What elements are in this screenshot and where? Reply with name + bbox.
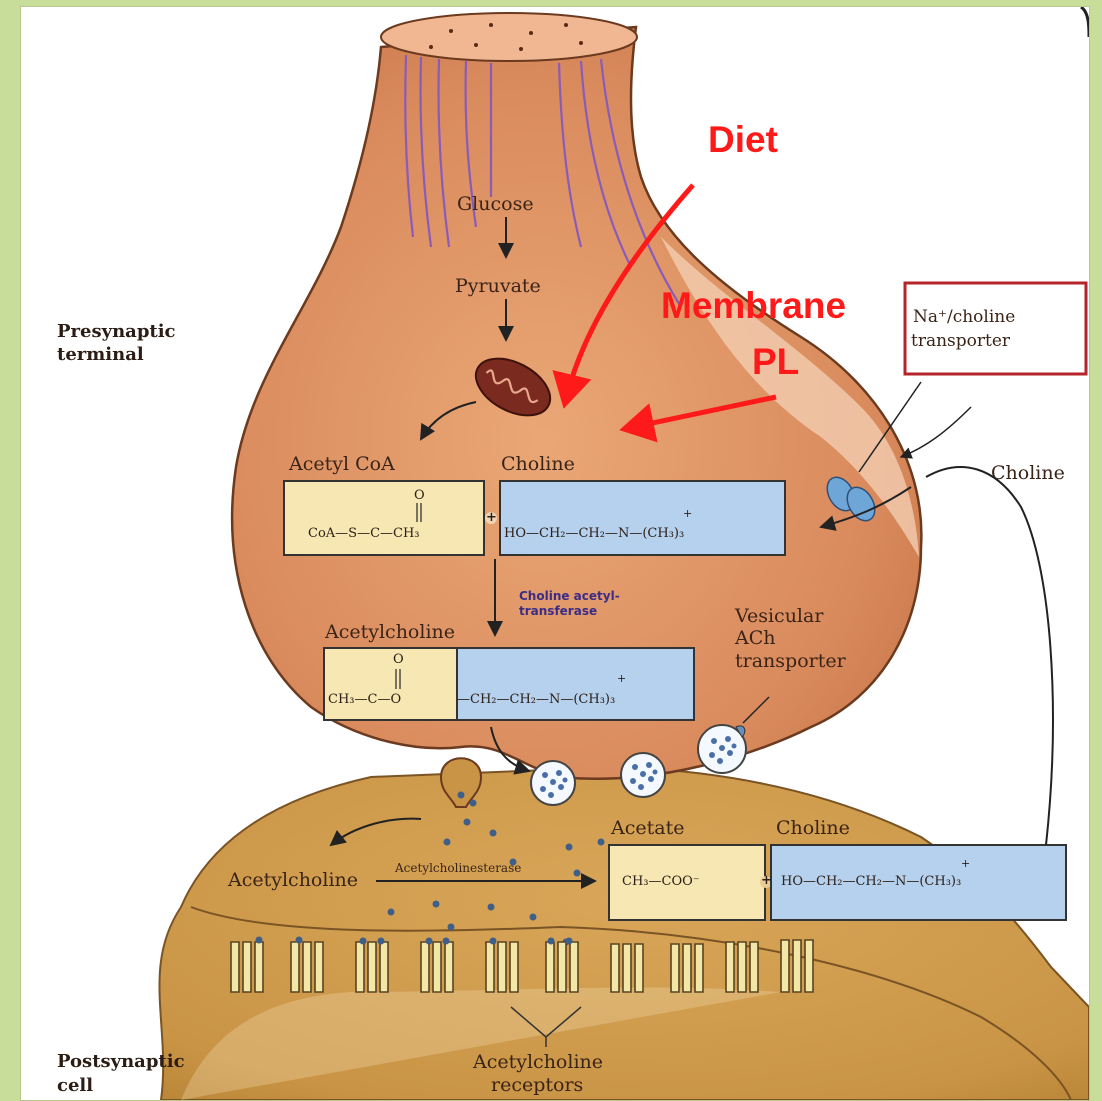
choline-top-label: Choline	[501, 453, 575, 475]
presynaptic-label-line1: Presynaptic	[57, 321, 176, 342]
ach-carbonyl-o: O	[393, 652, 404, 667]
chat-label-line1: Choline acetyl-	[519, 589, 620, 604]
choline-reuptake-line	[926, 467, 1053, 845]
choline-n-charge: +	[683, 507, 692, 520]
choline-formula: HO—CH₂—CH₂—N—(CH₃)₃	[504, 526, 684, 541]
presynaptic-label-line2: terminal	[57, 344, 144, 365]
plus-sign: +	[486, 510, 497, 525]
ach-n-charge: +	[617, 672, 626, 685]
receptors-label-line2: receptors	[491, 1074, 583, 1096]
pyruvate-label: Pyruvate	[455, 275, 541, 297]
acetylcholine-box-acetyl	[324, 648, 457, 720]
transporter-label-box	[905, 283, 1086, 374]
postsynaptic-label-line1: Postsynaptic	[57, 1051, 185, 1072]
acetyl-coa-carbonyl-o: O	[414, 488, 425, 503]
cleft-choline-n-charge: +	[961, 857, 970, 870]
synapse-illustration	[21, 7, 1089, 1100]
vesicular-label-line3: transporter	[735, 650, 846, 672]
chat-label-line2: transferase	[519, 604, 597, 619]
acetate-formula: CH₃—COO⁻	[622, 874, 700, 889]
receptors-label-line1: Acetylcholine	[473, 1051, 603, 1073]
acetyl-coa-label: Acetyl CoA	[289, 453, 395, 475]
acetylcholine-box-choline	[457, 648, 694, 720]
transporter-box-label-line1: Na⁺/choline	[913, 307, 1015, 327]
choline-outside-label: Choline	[991, 462, 1065, 484]
transporter-box-label-line2: transporter	[911, 331, 1010, 351]
vesicular-label-line2: ACh	[735, 627, 776, 649]
acetylcholine-cleft-label: Acetylcholine	[228, 869, 358, 891]
acetyl-coa-formula: CoA—S—C—CH₃	[308, 526, 420, 541]
postsynaptic-label-line2: cell	[57, 1075, 93, 1096]
diet-annotation: Diet	[708, 119, 778, 161]
diagram-panel: Glucose Pyruvate Presynaptic terminal Di…	[20, 6, 1090, 1101]
membrane-annotation: Membrane	[661, 285, 846, 327]
ach-formula-right: —CH₂—CH₂—N—(CH₃)₃	[457, 692, 615, 707]
acetate-label: Acetate	[611, 817, 684, 839]
glucose-label: Glucose	[457, 193, 534, 215]
vesicular-label-line1: Vesicular	[735, 605, 823, 627]
cleft-choline-formula: HO—CH₂—CH₂—N—(CH₃)₃	[781, 874, 961, 889]
choline-box	[500, 481, 785, 555]
ach-formula-left: CH₃—C—O	[328, 692, 401, 707]
acetylcholine-label: Acetylcholine	[325, 621, 455, 643]
ache-label: Acetylcholinesterase	[395, 861, 521, 875]
choline-cleft-label: Choline	[776, 817, 850, 839]
cleft-plus-sign: +	[761, 873, 772, 888]
acetyl-coa-box	[284, 481, 484, 555]
pl-annotation: PL	[752, 341, 799, 383]
axon-cut-surface	[381, 13, 637, 61]
